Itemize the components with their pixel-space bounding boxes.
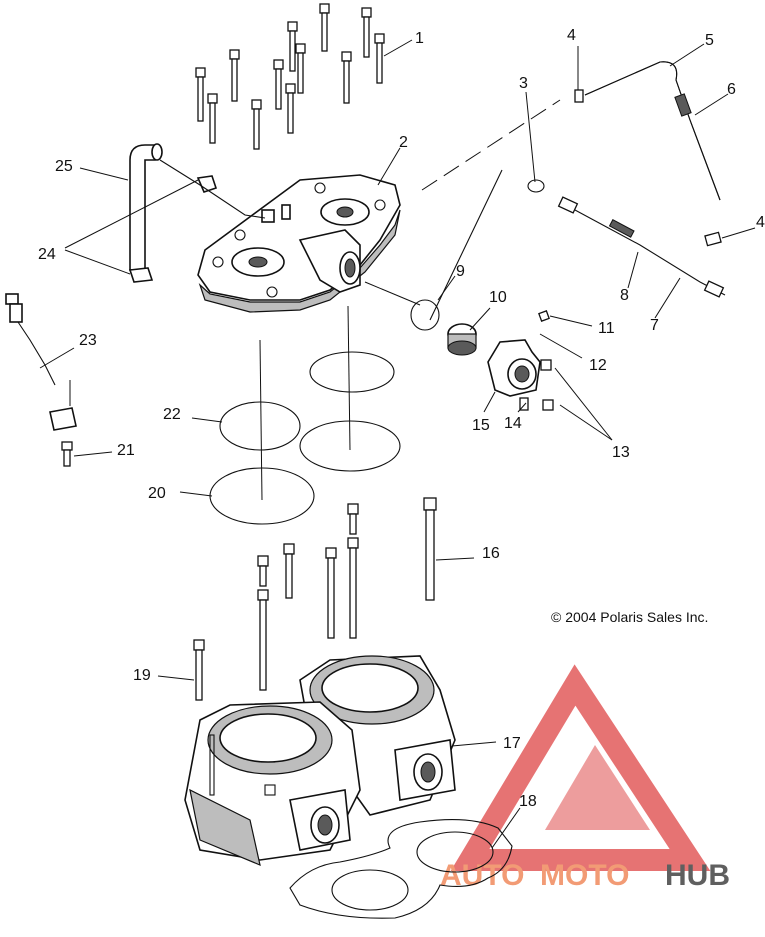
watermark-logo: AUTO MOTO HUB [440, 664, 730, 892]
hose-clamps [128, 175, 218, 283]
callout-5: 5 [705, 32, 714, 49]
hose-fitting [574, 89, 584, 103]
callout-17: 17 [503, 735, 521, 752]
bypass-hose [584, 61, 721, 201]
callout-19: 19 [133, 667, 151, 684]
hose-cap [704, 231, 722, 247]
housing-bolts [519, 310, 554, 411]
watermark-moto: MOTO [540, 859, 629, 892]
callout-9: 9 [456, 263, 465, 280]
coolant-hose [129, 143, 163, 271]
head-bolts [195, 3, 385, 150]
callout-2: 2 [399, 134, 408, 151]
callout-13: 13 [612, 444, 630, 461]
watermark-hub: HUB [665, 859, 730, 892]
o-rings [209, 351, 401, 525]
callout-12: 12 [589, 357, 607, 374]
callout-7: 7 [650, 317, 659, 334]
callout-15: 15 [472, 417, 490, 434]
cylinder-bolts [193, 497, 437, 701]
callout-labels: 1 2 3 4 4 5 6 7 8 9 10 11 12 13 14 15 16… [38, 27, 765, 810]
callout-21: 21 [117, 442, 135, 459]
thermostat-seal [410, 299, 440, 331]
washer [527, 179, 545, 193]
callout-3: 3 [519, 75, 528, 92]
base-gasket [289, 819, 513, 919]
temperature-cable [557, 196, 726, 298]
sensor-bolt [61, 441, 73, 467]
callout-16: 16 [482, 545, 500, 562]
callout-6: 6 [727, 81, 736, 98]
callout-14: 14 [504, 415, 522, 432]
callout-1: 1 [415, 30, 424, 47]
callout-11: 11 [598, 320, 615, 337]
callout-10: 10 [489, 289, 507, 306]
watermark-auto: AUTO [440, 859, 524, 892]
callout-4-top: 4 [567, 27, 576, 44]
cylinders [184, 655, 456, 866]
callout-4-right: 4 [756, 214, 765, 231]
callout-18: 18 [519, 793, 537, 810]
temperature-sensor [5, 293, 77, 431]
callout-25: 25 [55, 158, 73, 175]
thermostat-housing [483, 339, 541, 413]
thermostat [447, 307, 491, 356]
cylinder-head [197, 174, 401, 313]
callout-23: 23 [79, 332, 97, 349]
callout-8: 8 [620, 287, 629, 304]
callout-24: 24 [38, 246, 56, 263]
copyright-notice: © 2004 Polaris Sales Inc. [551, 609, 708, 625]
callout-20: 20 [148, 485, 166, 502]
callout-22: 22 [163, 406, 181, 423]
